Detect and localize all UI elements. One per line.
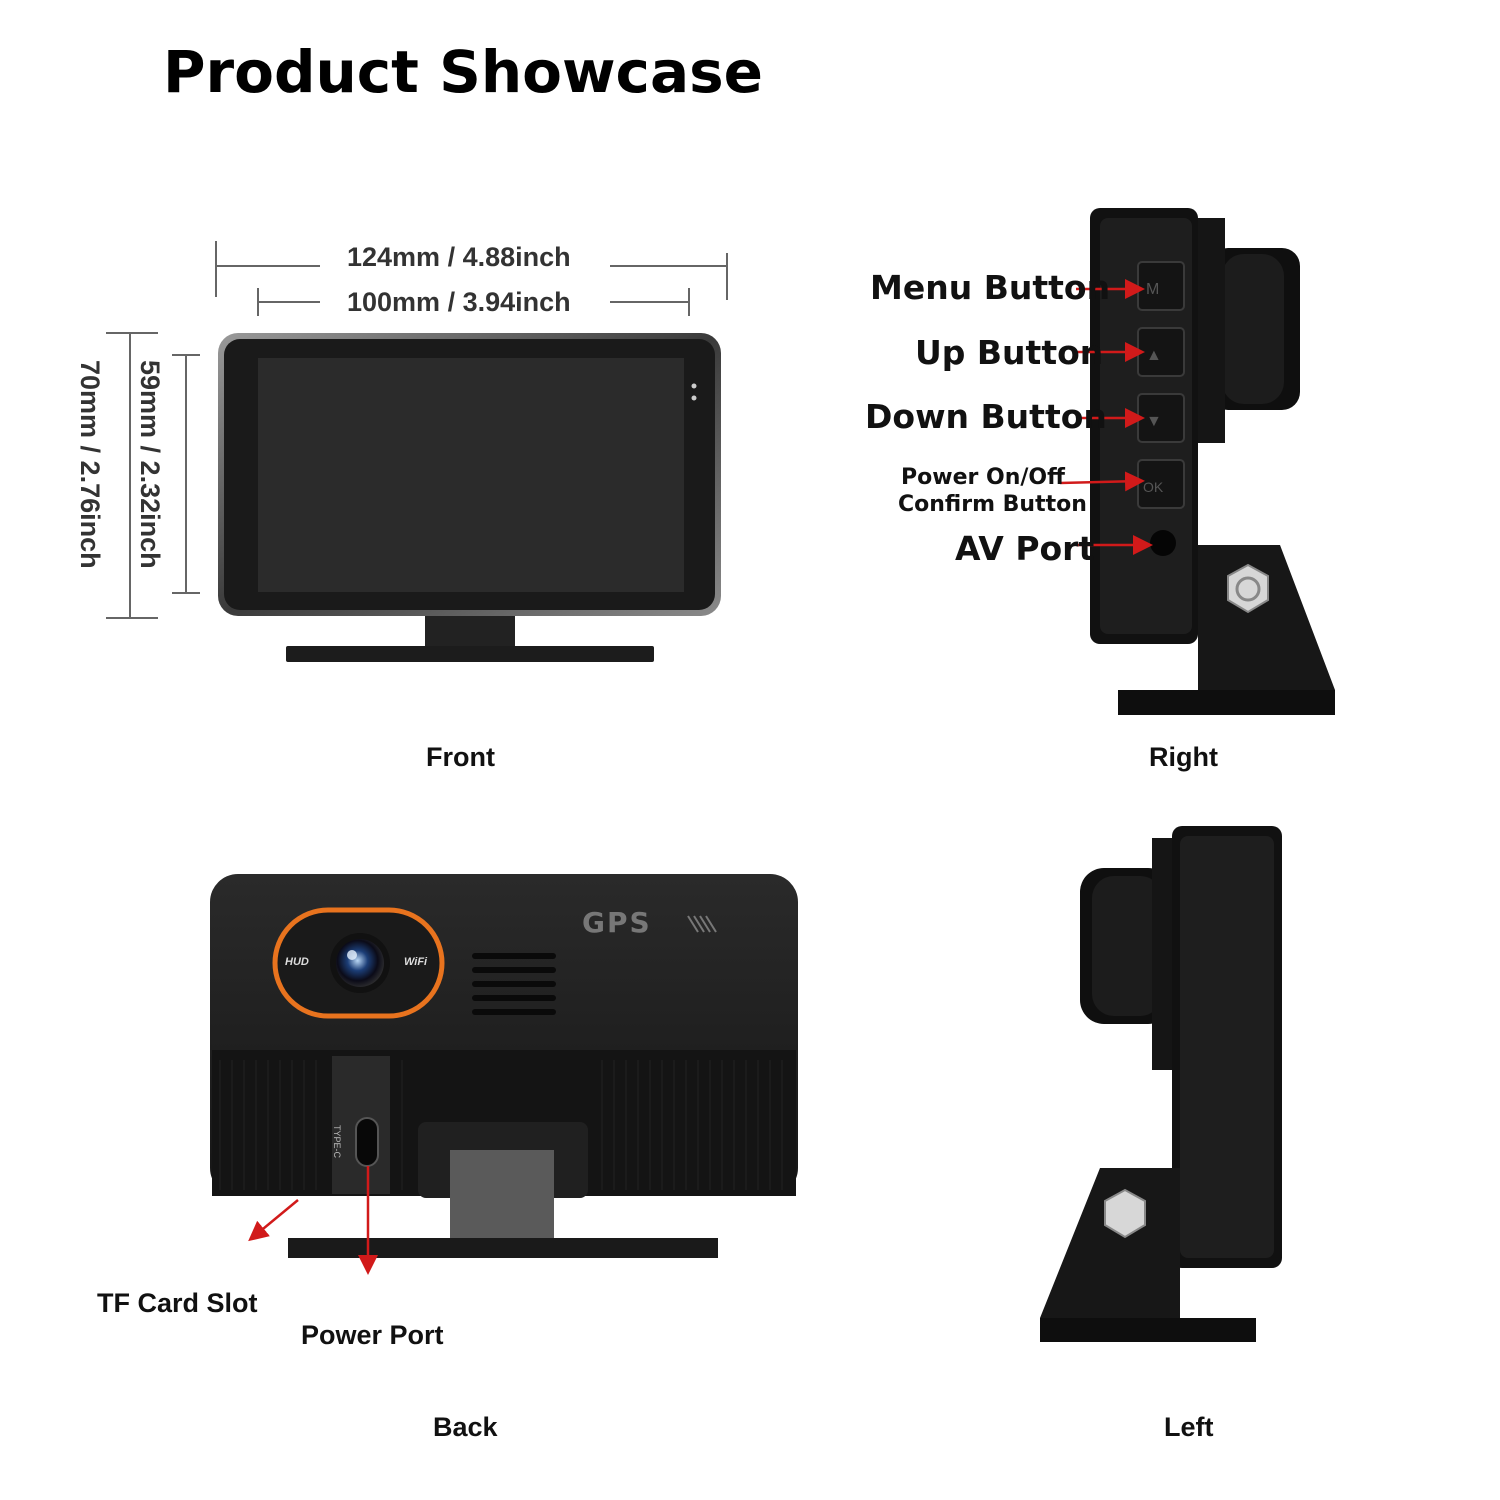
dimension-height-screen: 59mm / 2.32inch [135,360,165,569]
hex-bolt-icon [1104,1188,1146,1239]
dimension-width-outer: 124mm / 4.88inch [347,242,571,272]
menu-key-icon: M [1137,261,1185,311]
svg-text:▲: ▲ [1146,347,1162,364]
dimension-width-outer-line [215,241,728,300]
callout-power-button: Power On/Off Confirm Button [898,464,1087,518]
callout-down-button: Down Button [865,397,1107,436]
dimension-height-outer-line [106,332,158,619]
dimension-width-screen: 100mm / 3.94inch [347,287,571,317]
left-view [1040,826,1282,1342]
type-c-port [355,1117,379,1167]
view-label-back: Back [433,1412,498,1442]
back-callout-arrows [248,1166,378,1275]
callout-power-port: Power Port [301,1320,444,1350]
callout-av-port: AV Port [955,529,1095,568]
back-base [288,1238,718,1258]
right-mount [1118,545,1335,715]
wifi-print: WiFi [404,956,428,968]
dimension-height-screen-line [172,354,200,594]
callout-power-line2: Confirm Button [898,492,1087,517]
front-screen [258,358,684,592]
page-title: Product Showcase [163,38,763,106]
view-label-right: Right [1149,742,1218,772]
right-view: M ▲ ▼ OK [1059,208,1335,715]
left-mount [1040,1168,1256,1342]
view-label-left: Left [1164,1412,1214,1442]
camera-lens-icon [336,939,384,987]
svg-text:M: M [1146,281,1159,298]
speaker-grille-icon [472,953,556,1015]
type-c-print: TYPE-C [332,1125,342,1159]
callout-up-button: Up Button [915,333,1104,372]
gps-print: GPS [582,906,652,939]
front-view [106,241,728,662]
back-view [210,874,798,1275]
power-key-icon: OK [1137,459,1185,509]
hex-bolt-icon [1227,563,1269,614]
right-callout-arrows [1059,279,1153,555]
dimension-height-outer: 70mm / 2.76inch [75,360,105,569]
front-base [286,646,654,662]
hud-print: HUD [285,956,309,968]
svg-text:▼: ▼ [1146,413,1162,430]
svg-text:OK: OK [1143,479,1164,495]
callout-tf-card-slot: TF Card Slot [97,1288,258,1318]
view-label-front: Front [426,742,495,772]
down-key-icon: ▼ [1137,393,1185,443]
back-stand [450,1150,554,1240]
callout-power-line1: Power On/Off [901,465,1065,490]
dimension-width-screen-line [257,288,690,316]
up-key-icon: ▲ [1137,327,1185,377]
av-jack-icon [1150,530,1176,556]
callout-menu-button: Menu Button [870,268,1111,307]
